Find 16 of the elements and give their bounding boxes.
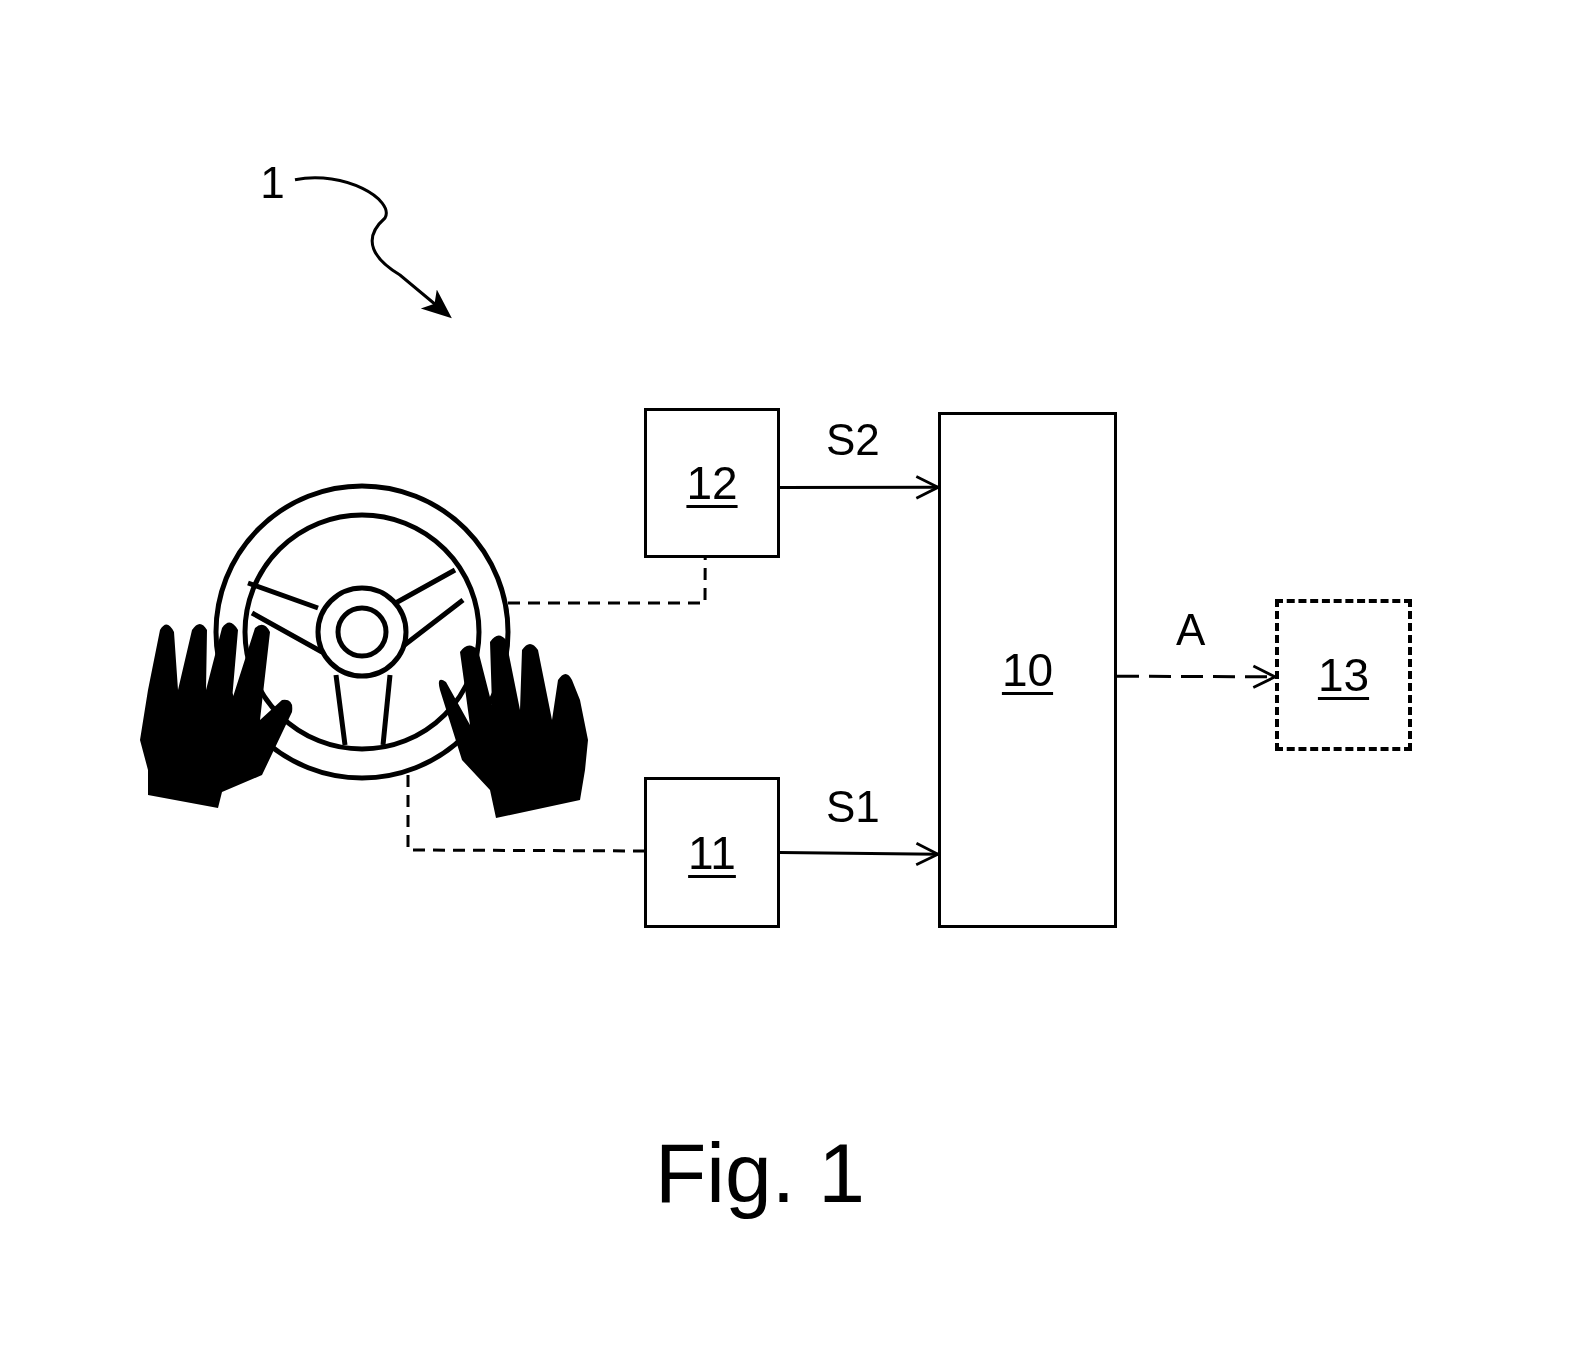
leader-arrow bbox=[294, 176, 452, 319]
figure-caption: Fig. 1 bbox=[653, 1125, 867, 1222]
reference-number: 12 bbox=[686, 456, 738, 510]
block-box bbox=[644, 777, 780, 928]
reference-number: 10 bbox=[1001, 643, 1054, 697]
arrow bbox=[780, 475, 940, 500]
reference-number: 13 bbox=[1317, 648, 1370, 702]
block-box bbox=[644, 408, 780, 558]
dashed-connector bbox=[406, 775, 644, 853]
arrow bbox=[780, 841, 940, 867]
reference-number: 11 bbox=[688, 825, 736, 880]
reference-number: 1 bbox=[250, 155, 295, 210]
dashed-box bbox=[1275, 599, 1412, 751]
block-box bbox=[938, 412, 1117, 928]
dashed-connector bbox=[508, 558, 707, 605]
dashed-connector bbox=[1117, 664, 1277, 689]
